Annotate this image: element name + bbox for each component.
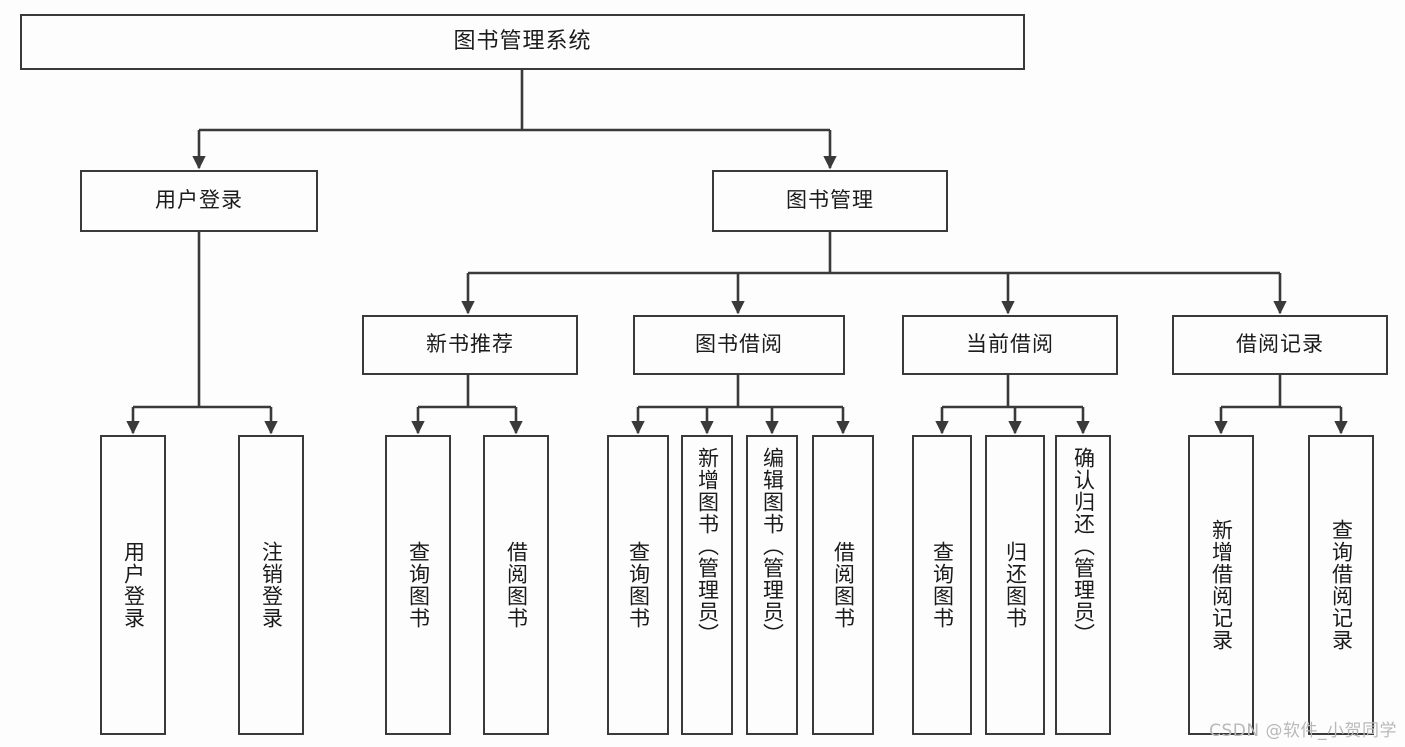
node-label: 借阅图书 [831,541,856,629]
node-label: 新增借阅记录 [1209,519,1234,651]
node-leaf-11[interactable]: 新增借阅记录 [1188,435,1254,735]
node-label: 图书管理系统 [453,28,592,54]
node-leaf-3[interactable]: 借阅图书 [483,435,549,735]
node-label: 当前借阅 [966,332,1054,357]
node-leaf-10[interactable]: 确认归还（管理员） [1055,435,1111,735]
node-leaf-7[interactable]: 借阅图书 [812,435,874,735]
csdn-watermark: CSDN @软件_小贺同学 [1209,721,1397,741]
node-leaf-9[interactable]: 归还图书 [985,435,1045,735]
node-label: 查询借阅记录 [1329,519,1354,651]
node-label: 编辑图书（管理员） [760,447,785,645]
node-root[interactable]: 图书管理系统 [20,14,1025,70]
node-label: 图书管理 [786,188,874,213]
node-level1-0[interactable]: 用户登录 [80,170,318,232]
node-label: 新书推荐 [426,332,514,357]
node-label: 注销登录 [259,541,284,629]
node-leaf-4[interactable]: 查询图书 [607,435,669,735]
node-level2-2[interactable]: 当前借阅 [902,315,1118,375]
node-level2-3[interactable]: 借阅记录 [1172,315,1388,375]
node-label: 新增图书（管理员） [695,447,720,645]
node-leaf-6[interactable]: 编辑图书（管理员） [746,435,798,735]
node-leaf-1[interactable]: 注销登录 [238,435,304,735]
node-label: 确认归还（管理员） [1071,447,1096,645]
node-label: 查询图书 [406,541,431,629]
node-label: 借阅记录 [1236,332,1324,357]
node-label: 查询图书 [930,541,955,629]
node-label: 查询图书 [626,541,651,629]
node-level2-0[interactable]: 新书推荐 [362,315,578,375]
node-label: 用户登录 [155,188,243,213]
node-label: 借阅图书 [504,541,529,629]
node-leaf-0[interactable]: 用户登录 [100,435,166,735]
node-leaf-8[interactable]: 查询图书 [912,435,972,735]
node-level2-1[interactable]: 图书借阅 [633,315,845,375]
node-level1-1[interactable]: 图书管理 [712,170,948,232]
node-label: 归还图书 [1003,541,1028,629]
node-leaf-12[interactable]: 查询借阅记录 [1308,435,1374,735]
node-leaf-2[interactable]: 查询图书 [385,435,451,735]
node-label: 用户登录 [121,541,146,629]
node-label: 图书借阅 [695,332,783,357]
node-leaf-5[interactable]: 新增图书（管理员） [681,435,733,735]
